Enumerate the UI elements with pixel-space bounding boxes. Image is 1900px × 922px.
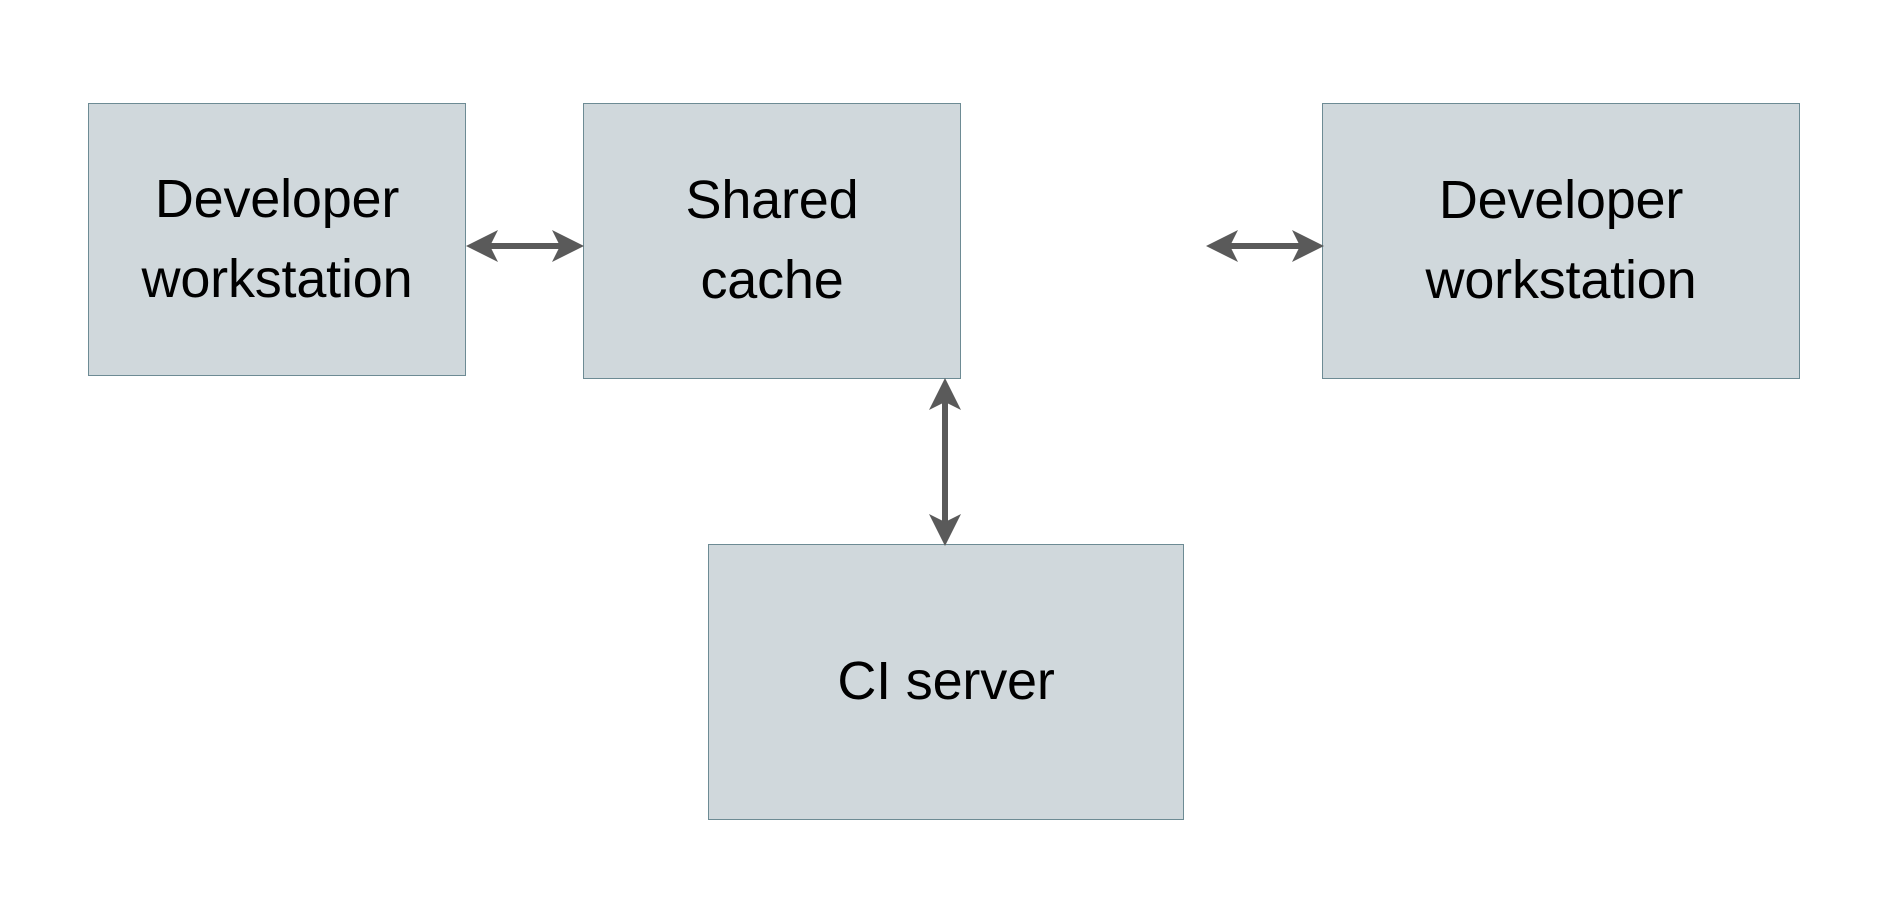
node-developer-workstation-left[interactable]: Developer workstation bbox=[88, 103, 466, 376]
node-label: CI server bbox=[837, 651, 1055, 712]
node-developer-workstation-right[interactable]: Developer workstation bbox=[1322, 103, 1800, 379]
connector-dev-left-to-shared-cache bbox=[462, 221, 588, 271]
node-label: Developer workstation bbox=[1425, 170, 1697, 310]
connector-shared-cache-to-ci-server bbox=[920, 374, 970, 550]
node-shared-cache[interactable]: Shared cache bbox=[583, 103, 961, 379]
node-label: Shared cache bbox=[685, 170, 859, 310]
bidirectional-arrow-icon bbox=[1206, 230, 1324, 262]
node-label: Developer workstation bbox=[141, 168, 413, 309]
bidirectional-arrow-icon bbox=[929, 378, 961, 546]
bidirectional-arrow-icon bbox=[466, 230, 584, 262]
node-ci-server[interactable]: CI server bbox=[708, 544, 1184, 820]
connector-shared-cache-to-dev-right bbox=[956, 221, 1328, 271]
